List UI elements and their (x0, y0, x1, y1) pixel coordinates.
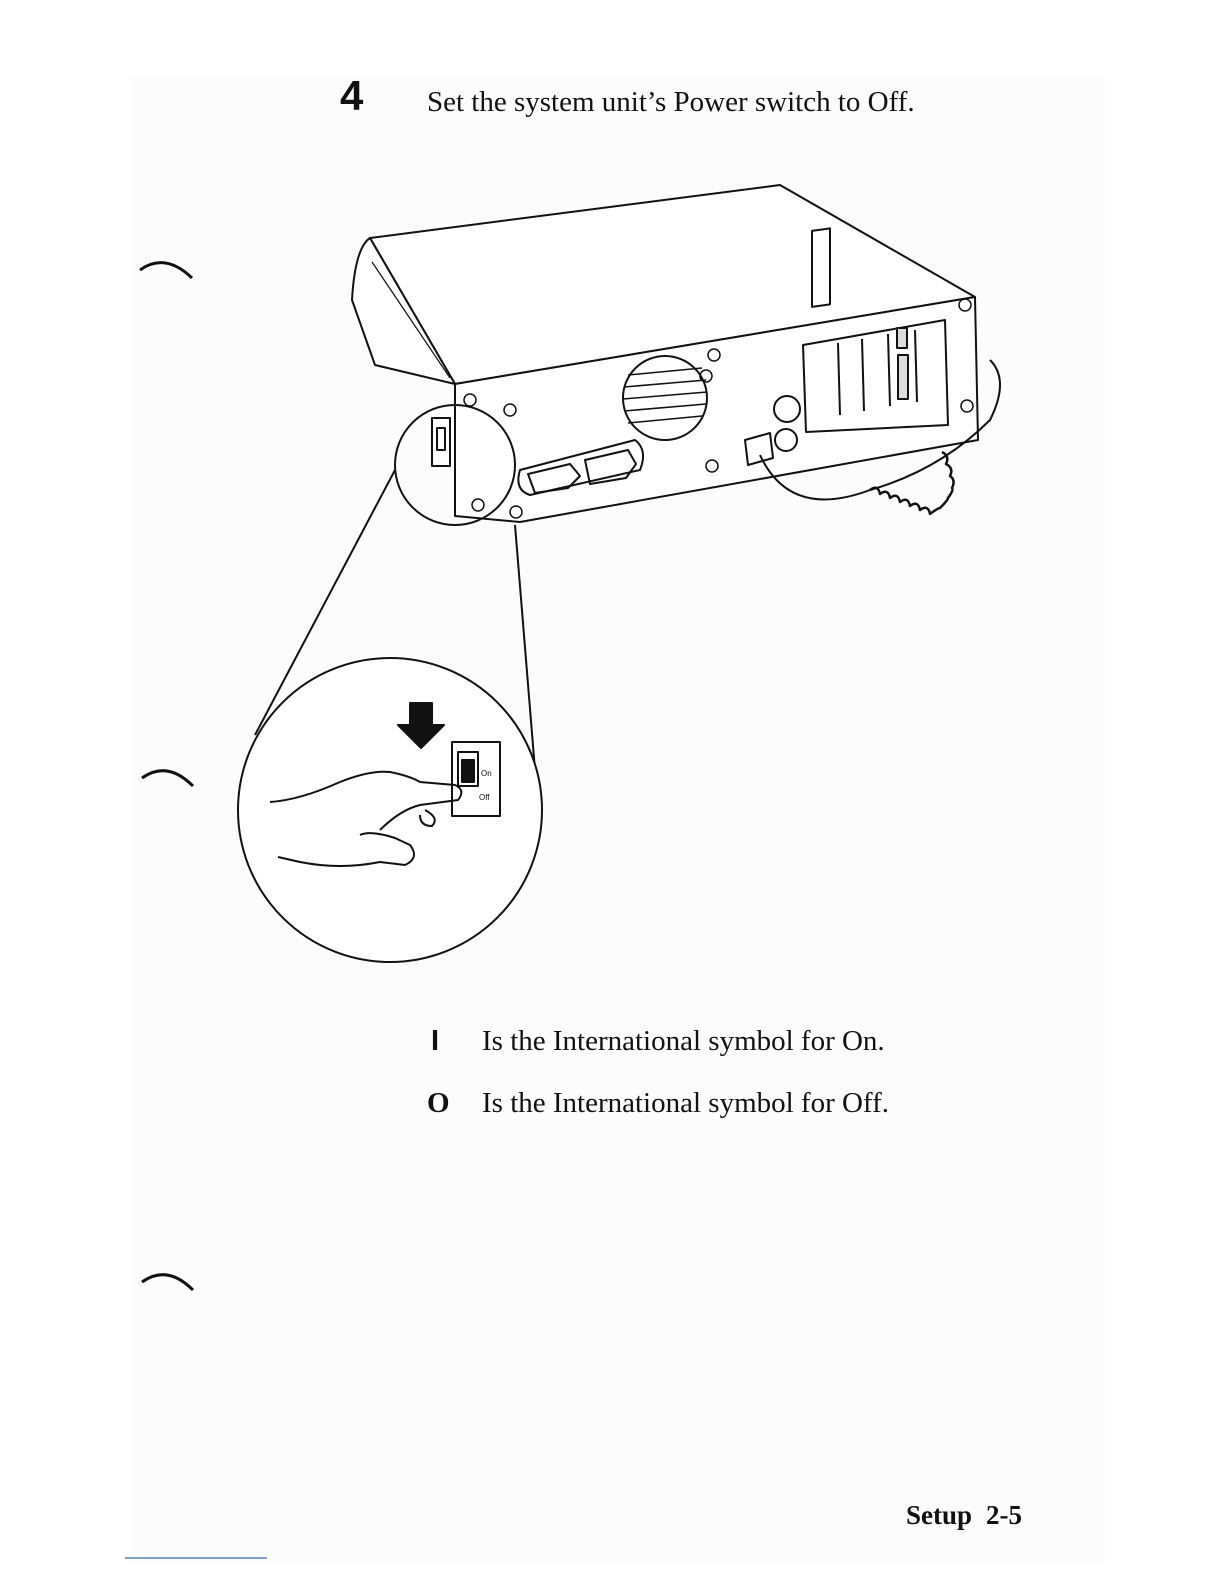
bottom-rule (125, 1557, 267, 1559)
footer-page-number: 2-5 (986, 1500, 1022, 1530)
legend-text-off: Is the International symbol for Off. (482, 1083, 889, 1123)
system-unit-illustration: On Off (0, 0, 1224, 1000)
switch-label-off: Off (479, 793, 490, 802)
legend-text-on: Is the International symbol for On. (482, 1021, 885, 1061)
page-footer: Setup 2-5 (906, 1500, 1022, 1531)
legend-symbol-on: I (431, 1021, 439, 1061)
legend-symbol-off: O (427, 1083, 450, 1123)
footer-section: Setup (906, 1500, 972, 1530)
switch-label-on: On (481, 769, 492, 778)
